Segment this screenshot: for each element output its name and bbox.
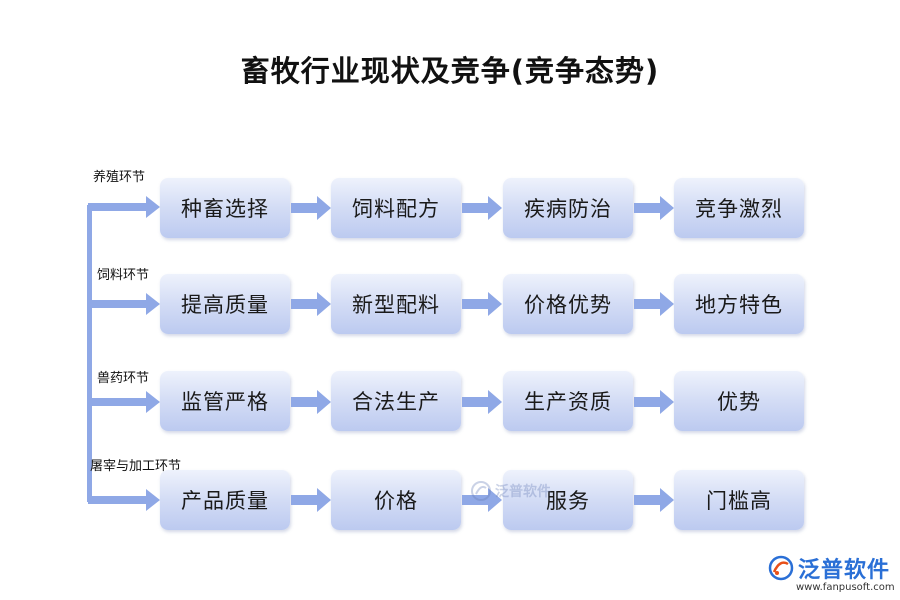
- row-label-feed: 饲料环节: [97, 268, 150, 283]
- watermark-text: 泛普软件: [495, 484, 551, 500]
- step-box: 产品质量: [160, 470, 290, 530]
- step-box: 疾病防治: [503, 178, 633, 238]
- step-box: 价格优势: [503, 274, 633, 334]
- step-box: 地方特色: [674, 274, 804, 334]
- row-label-breeding: 养殖环节: [93, 170, 146, 185]
- row-label-veterinary: 兽药环节: [97, 371, 150, 386]
- row-entry-arrow: [88, 196, 160, 218]
- step-box: 合法生产: [331, 371, 461, 431]
- vertical-connector-line: [87, 205, 92, 502]
- flow-arrow: [291, 390, 331, 414]
- flow-arrow: [634, 196, 674, 220]
- flow-arrow: [291, 196, 331, 220]
- page-title: 畜牧行业现状及竞争(竞争态势): [240, 54, 660, 88]
- flow-arrow: [634, 390, 674, 414]
- flow-arrow: [634, 292, 674, 316]
- step-box: 新型配料: [331, 274, 461, 334]
- step-box: 监管严格: [160, 371, 290, 431]
- flow-arrow: [291, 292, 331, 316]
- step-box: 生产资质: [503, 371, 633, 431]
- step-box: 服务: [503, 470, 633, 530]
- step-box: 优势: [674, 371, 804, 431]
- brand-logo: 泛普软件 www.fanpusoft.com: [768, 552, 895, 596]
- row-entry-arrow: [88, 489, 160, 511]
- fanpu-logo-icon: [471, 481, 491, 501]
- logo-name: 泛普软件: [798, 558, 891, 583]
- step-box: 门槛高: [674, 470, 804, 530]
- row-label-slaughter: 屠宰与加工环节: [90, 459, 182, 474]
- flow-arrow: [634, 488, 674, 512]
- center-watermark: 泛普软件: [470, 480, 551, 502]
- row-entry-arrow: [88, 293, 160, 315]
- step-box: 种畜选择: [160, 178, 290, 238]
- step-box: 竞争激烈: [674, 178, 804, 238]
- row-entry-arrow: [88, 391, 160, 413]
- step-box: 价格: [331, 470, 461, 530]
- step-box: 提高质量: [160, 274, 290, 334]
- flow-arrow: [462, 488, 502, 512]
- step-box: 饲料配方: [331, 178, 461, 238]
- flow-arrow: [462, 292, 502, 316]
- flow-arrow: [291, 488, 331, 512]
- flow-arrow: [462, 196, 502, 220]
- logo-url: www.fanpusoft.com: [796, 582, 895, 593]
- fanpu-logo-icon: [768, 555, 794, 581]
- flow-arrow: [462, 390, 502, 414]
